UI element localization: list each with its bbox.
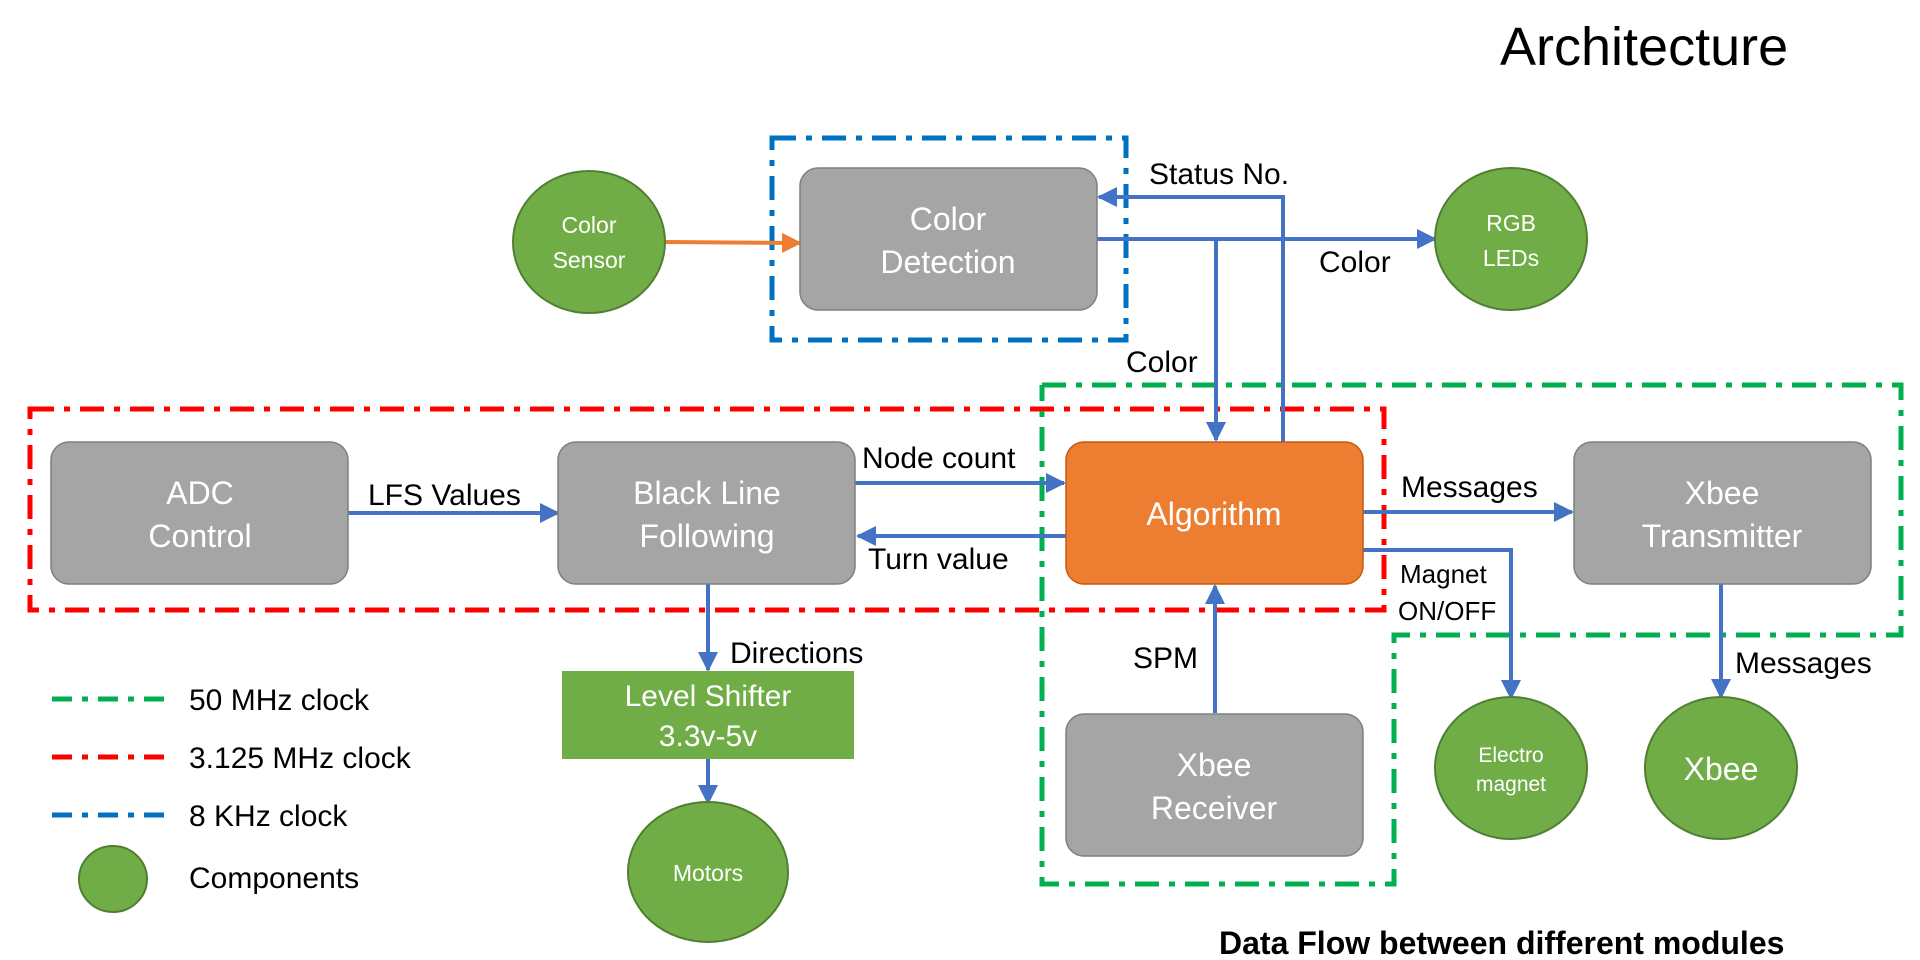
module-label-line-2: Control [148,518,251,554]
module-level-shifter: Level Shifter 3.3v-5v [562,671,854,759]
component-electromagnet: Electro magnet [1434,696,1588,840]
flow-label-turn-value: Turn value [868,543,1009,576]
component-rgb-leds: RGB LEDs [1434,167,1588,311]
clock-domain-50mhz-boundary [1039,382,1904,887]
flow-status-no [1097,187,1285,442]
flow-label-magnet-line-1: Magnet [1400,559,1487,589]
component-color-sensor: Color Sensor [512,170,666,314]
module-label-line-2: 3.3v-5v [659,720,757,753]
legend-label-50mhz: 50 MHz clock [189,684,370,717]
legend-label-8khz: 8 KHz clock [189,800,348,833]
module-label-line-1: Xbee [1177,747,1252,783]
legend: 50 MHz clock 3.125 MHz clock 8 KHz clock… [52,684,412,913]
flow-label-spm: SPM [1133,642,1198,675]
component-motors: Motors [627,801,789,943]
component-label-line-1: Color [562,212,617,238]
component-label-line-2: LEDs [1483,245,1539,271]
module-label-line-2: Detection [880,244,1015,280]
diagram-caption: Data Flow between different modules [1219,925,1784,960]
module-label-line-2: Following [639,518,774,554]
flow-label-magnet-line-2: ON/OFF [1398,596,1496,626]
module-label-line-2: Transmitter [1642,518,1803,554]
legend-swatch-component [78,845,148,913]
legend-label-3125mhz: 3.125 MHz clock [189,742,412,775]
module-color-detection: Color Detection [799,167,1098,311]
page-title: Architecture [1500,17,1788,77]
module-label-line-2: Receiver [1151,790,1278,826]
module-label-line-1: Color [910,201,987,237]
component-label-line-2: Sensor [553,247,626,273]
module-label-line-1: Black Line [633,475,781,511]
component-xbee: Xbee [1644,696,1798,840]
module-xbee-receiver: Xbee Receiver [1065,713,1364,857]
module-black-line-following: Black Line Following [557,441,856,585]
flow-label-lfs-values: LFS Values [368,479,521,512]
flow-color-sensor-to-detection [665,232,802,253]
flow-label-directions: Directions [730,637,863,670]
flow-magnet-on-off [1362,548,1521,700]
clock-domain-3125mhz-boundary [27,406,1387,613]
module-label: Algorithm [1146,496,1281,532]
component-label: Motors [673,860,743,886]
flow-label-color-to-algorithm: Color [1126,346,1198,379]
module-adc-control: ADC Control [50,441,349,585]
flow-label-node-count: Node count [862,442,1016,475]
flow-label-messages-to-transmitter: Messages [1401,471,1538,504]
legend-label-components: Components [189,862,359,895]
module-algorithm: Algorithm [1065,441,1364,585]
module-label-line-1: ADC [166,475,234,511]
flow-label-color-to-leds: Color [1319,246,1391,279]
component-label-line-2: magnet [1476,773,1546,796]
component-label-line-1: RGB [1486,210,1536,236]
component-label: Xbee [1684,751,1759,787]
module-xbee-transmitter: Xbee Transmitter [1573,441,1872,585]
module-label-line-1: Xbee [1685,475,1760,511]
flow-label-status-no: Status No. [1149,158,1289,191]
flow-label-messages-out: Messages [1735,647,1872,680]
component-label-line-1: Electro [1478,744,1543,767]
module-label-line-1: Level Shifter [625,680,792,713]
